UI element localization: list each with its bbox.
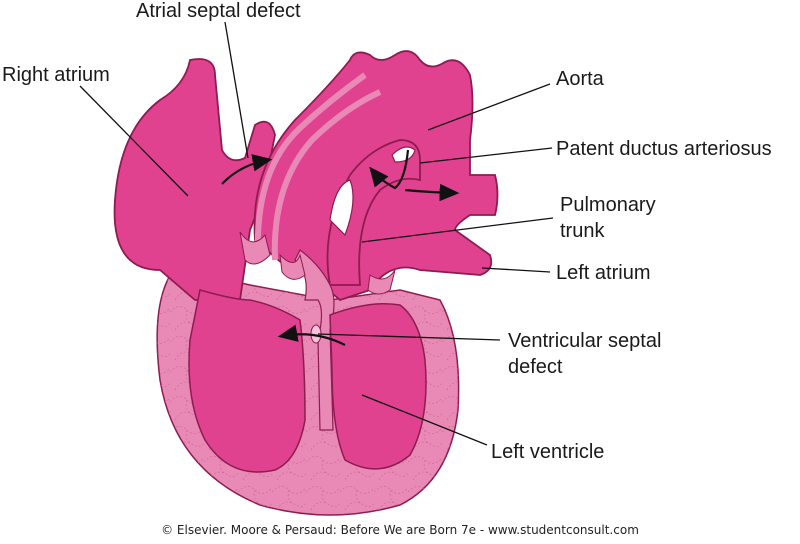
label-patent-ductus-arteriosus: Patent ductus arteriosus	[556, 138, 772, 160]
label-right-atrium: Right atrium	[2, 64, 110, 86]
label-pulmonary-trunk-line1: Pulmonary	[560, 194, 656, 216]
label-atrial-septal-defect: Atrial septal defect	[136, 0, 301, 22]
ductus-opening	[391, 146, 416, 163]
leader-left-ventricle	[361, 394, 488, 446]
leader-left-atrium	[481, 267, 551, 273]
left-ventricle	[329, 303, 427, 470]
valve-leaflets	[239, 231, 396, 295]
right-ventricle	[188, 289, 306, 473]
label-left-atrium: Left atrium	[556, 262, 651, 284]
pulmonary-opening	[329, 179, 354, 237]
leader-pda	[419, 147, 553, 164]
leader-aorta	[427, 83, 551, 131]
copyright-notice: © Elsevier. Moore & Persaud: Before We a…	[161, 523, 639, 537]
right-atrium	[113, 58, 276, 301]
pda-flow-arrow-1	[369, 149, 410, 190]
asd-flow-arrow	[221, 154, 273, 185]
vsd-flow-arrow	[277, 324, 346, 346]
leader-right-atrium	[79, 85, 189, 197]
label-aorta: Aorta	[556, 68, 604, 90]
label-vsd-line1: Ventricular septal	[508, 330, 662, 352]
leader-atrial-septal-defect	[224, 21, 249, 159]
pda-flow-arrow-2	[404, 183, 460, 202]
leader-vsd	[317, 333, 501, 341]
label-left-ventricle: Left ventricle	[491, 441, 605, 463]
leader-lines	[79, 21, 554, 446]
interventricular-septum	[294, 249, 335, 431]
label-vsd-line2: defect	[508, 356, 563, 378]
aortic-wall-band	[254, 72, 382, 261]
leader-pulmonary-trunk	[361, 217, 554, 243]
label-pulmonary-trunk-line2: trunk	[560, 220, 605, 242]
